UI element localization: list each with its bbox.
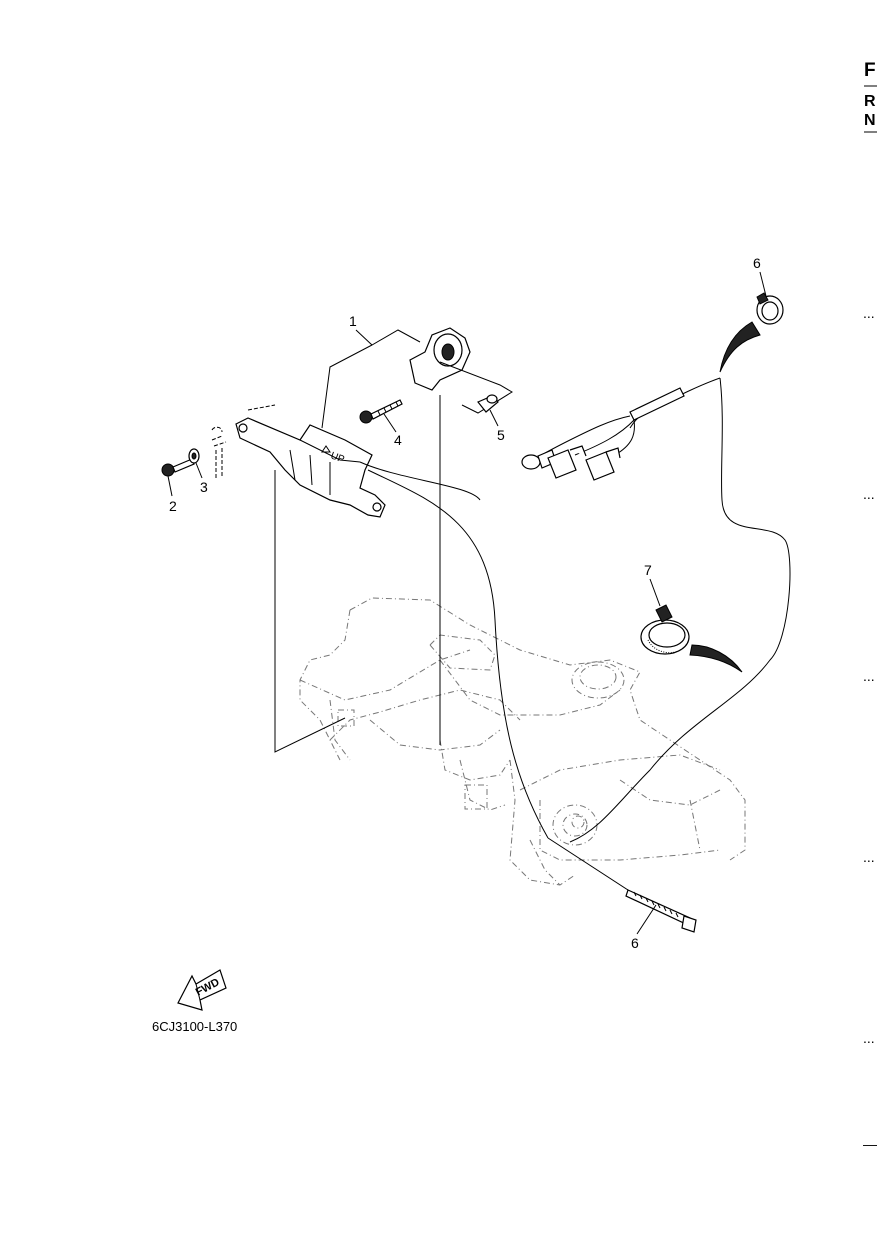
margin-index: F R N ... ... ... ... ... — [863, 60, 877, 1152]
margin-tick: ... [863, 305, 875, 321]
margin-bottom-mark: — [863, 1136, 877, 1152]
margin-tick: ... [863, 668, 875, 684]
callout-3: 3 [200, 479, 208, 495]
assembly-leader-lines [274, 395, 549, 839]
callouts: 1 2 3 4 5 6 6 7 [167, 255, 767, 951]
callout-6-upper: 6 [753, 255, 761, 271]
drawing-code: 6CJ3100-L370 [152, 1019, 237, 1034]
phantom-fasteners [211, 426, 227, 478]
trim-sensor: UP [235, 404, 386, 518]
pin [477, 394, 499, 413]
sensor-cam [409, 327, 513, 414]
margin-letter-r: R [864, 93, 876, 110]
direction-arrows [689, 321, 761, 673]
callout-2: 2 [169, 498, 177, 514]
callout-7: 7 [644, 562, 652, 578]
up-label: UP [329, 450, 346, 465]
washer [188, 448, 200, 464]
margin-letter-n: N [864, 112, 876, 129]
fwd-arrow: FWD [177, 969, 227, 1011]
margin-tick: ... [863, 1030, 875, 1046]
callout-4: 4 [394, 432, 402, 448]
margin-letter-f: F [864, 60, 876, 81]
screw [161, 458, 195, 477]
callout-6-lower: 6 [631, 935, 639, 951]
margin-tick: ... [863, 486, 875, 502]
bolt [359, 399, 403, 424]
hose-clamp-lower [640, 604, 690, 655]
callout-1: 1 [349, 313, 357, 329]
callout-5: 5 [497, 427, 505, 443]
cable-tie [547, 837, 697, 933]
margin-tick: ... [863, 849, 875, 865]
hose-clamp-upper [756, 292, 784, 325]
wire-harness [359, 377, 791, 843]
